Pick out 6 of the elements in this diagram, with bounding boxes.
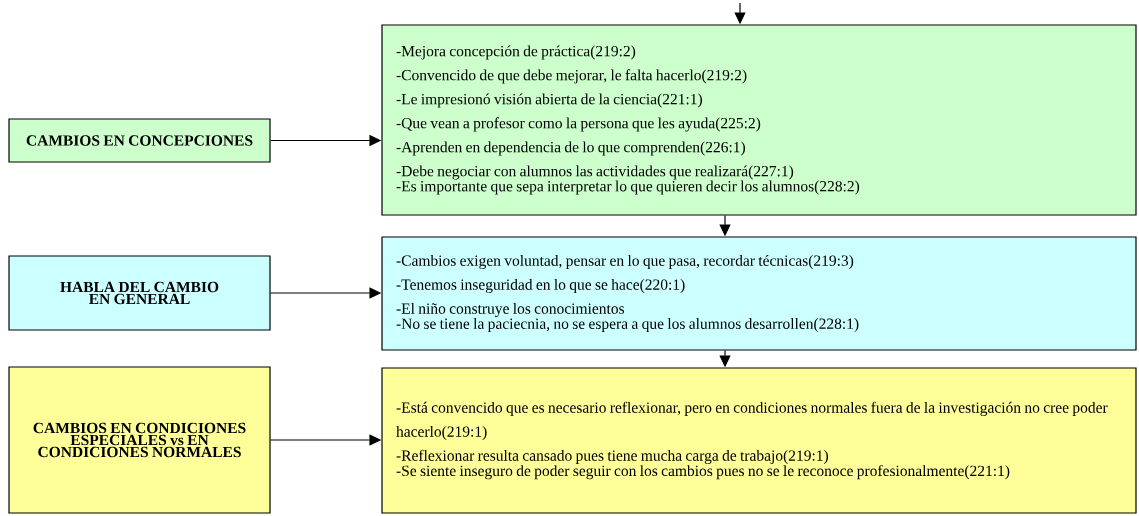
category-box: HABLA DEL CAMBIO EN GENERAL bbox=[8, 255, 271, 331]
category-box: CAMBIOS EN CONCEPCIONES bbox=[8, 118, 271, 163]
category-box: CAMBIOS EN CONDICIONES ESPECIALES vs EN CONDICIONES NORMALES bbox=[8, 366, 271, 514]
notes-box: -Cambios exigen voluntad, pensar en lo que pasa, recordar técnicas(219:3) -Tenemos inseguridad en lo que se hace(220:1) -El niño construye los conocimientos -No se tiene la paciecnia, no se espera a que los alumnos desarrollen(228:1) bbox=[381, 236, 1137, 351]
notes-box: -Está convencido que es necesario reflexionar, pero en condiciones normales fuera de la investigación no cree poder hacerlo(219:1) -Reflexionar resulta cansado pues tiene mucha carga de trabajo(219:1) -Se siente inseguro de poder seguir con los cambios pues no se le reconoce profesionalmente(221:1) bbox=[381, 367, 1137, 514]
notes-box: -Mejora concepción de práctica(219:2) -Convencido de que debe mejorar, le falta hacerlo(219:2) -Le impresionó visión abierta de la ciencia(221:1) -Que vean a profesor como la persona que les ayuda(225:2) -Aprenden en dependencia de lo que comprenden(226:1) -Debe negociar con alumnos las actividades que realizará(227:1) -Es importante que sepa interpretar lo que quieren decir los alumnos(228:2) bbox=[381, 24, 1137, 216]
